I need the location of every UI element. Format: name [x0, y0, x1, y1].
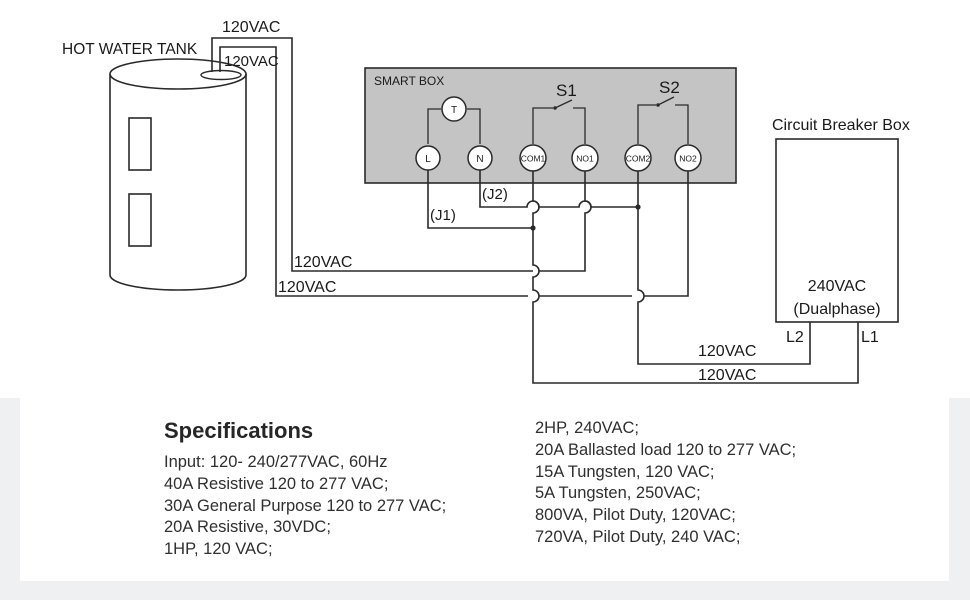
spec-item: 2HP, 240VAC; [535, 419, 639, 437]
s1-wire-left [532, 107, 553, 144]
s1-pivot [553, 106, 557, 110]
circuit-breaker-box [775, 138, 899, 323]
spec-item: 720VA, Pilot Duty, 240 VAC; [535, 527, 741, 546]
feed-voltage-label-a: 120VAC [294, 254, 352, 271]
spec-item: 800VA, Pilot Duty, 120VAC; [535, 506, 736, 525]
thermostat-loop-right [467, 108, 481, 144]
s2-blade [657, 96, 675, 106]
com2-to-l2-wire [637, 171, 811, 365]
junction-j1 [530, 225, 536, 231]
hot-water-tank [109, 58, 247, 291]
tank-upper-element [128, 117, 152, 171]
spec-item: 5A Tungsten, 250VAC; [535, 484, 701, 503]
jumper-j2-label: (J2) [482, 186, 508, 203]
spec-item: 20A Resistive, 30VDC; [164, 518, 331, 537]
tank-lower-element [128, 193, 152, 247]
terminal-com2-label: COM2 [626, 154, 651, 164]
terminal-com1-label: COM1 [521, 154, 546, 164]
s2-wire-left [637, 104, 656, 144]
tank-feed-wire-a [211, 37, 533, 272]
l1-voltage-label: 120VAC [698, 367, 756, 384]
specifications-list-right: 2HP, 240VAC; 20A Ballasted load 120 to 2… [535, 418, 796, 549]
terminal-no2-label: NO2 [679, 154, 697, 164]
s1-blade [554, 99, 573, 109]
breaker-phase-label: (Dualphase) [793, 301, 880, 318]
no1-to-tank-wire [539, 171, 592, 272]
specifications-title: Specifications [164, 418, 314, 443]
l2-voltage-label: 120VAC [698, 343, 756, 360]
feed-voltage-label-b: 120VAC [278, 279, 336, 296]
spec-item: 20A Ballasted load 120 to 277 VAC; [535, 440, 797, 459]
hot-water-tank-label: HOT WATER TANK [62, 41, 198, 58]
no2-to-tank-wire [539, 171, 689, 297]
wiring-diagram: HOT WATER TANK 120VAC 120VAC 120VAC 120V… [62, 19, 910, 384]
smart-box-label: SMART BOX [374, 74, 444, 88]
terminal-t [441, 96, 467, 122]
switch-s1-label: S1 [556, 81, 577, 100]
thermostat-loop-left [427, 108, 441, 144]
tank-feed-wire-b [219, 46, 528, 297]
switch-s2-label: S2 [659, 78, 680, 97]
junction-j2 [635, 204, 641, 210]
spec-item: Input: 120- 240/277VAC, 60Hz [164, 453, 388, 471]
spec-item: 30A General Purpose 120 to 277 VAC; [164, 496, 447, 515]
terminal-l-label: L [425, 154, 431, 165]
tank-voltage-label-inner: 120VAC [224, 53, 279, 70]
terminal-t-label: T [451, 105, 457, 116]
specifications-list-left: Input: 120- 240/277VAC, 60Hz 40A Resisti… [164, 452, 446, 561]
tank-voltage-label-top: 120VAC [222, 19, 280, 36]
s2-pivot [656, 103, 660, 107]
breaker-rating-label: 240VAC [808, 278, 866, 295]
specifications-panel: Specifications Input: 120- 240/277VAC, 6… [20, 398, 949, 581]
spec-item: 15A Tungsten, 120 VAC; [535, 462, 715, 481]
spec-item: 40A Resistive 120 to 277 VAC; [164, 474, 389, 493]
jumper-j1-wire [427, 170, 533, 229]
breaker-leg-l1: L1 [861, 329, 879, 346]
jumper-j1-label: (J1) [430, 207, 456, 224]
terminal-n-label: N [476, 154, 483, 165]
s2-wire-right [675, 104, 689, 144]
circuit-breaker-label: Circuit Breaker Box [772, 117, 910, 134]
s1-wire-right [573, 107, 586, 144]
wiring-diagram-area: HOT WATER TANK 120VAC 120VAC 120VAC 120V… [0, 0, 970, 398]
terminal-no1-label: NO1 [576, 154, 594, 164]
com1-to-l1-wire [532, 171, 859, 384]
spec-item: 1HP, 120 VAC; [164, 540, 273, 559]
breaker-leg-l2: L2 [786, 329, 804, 346]
